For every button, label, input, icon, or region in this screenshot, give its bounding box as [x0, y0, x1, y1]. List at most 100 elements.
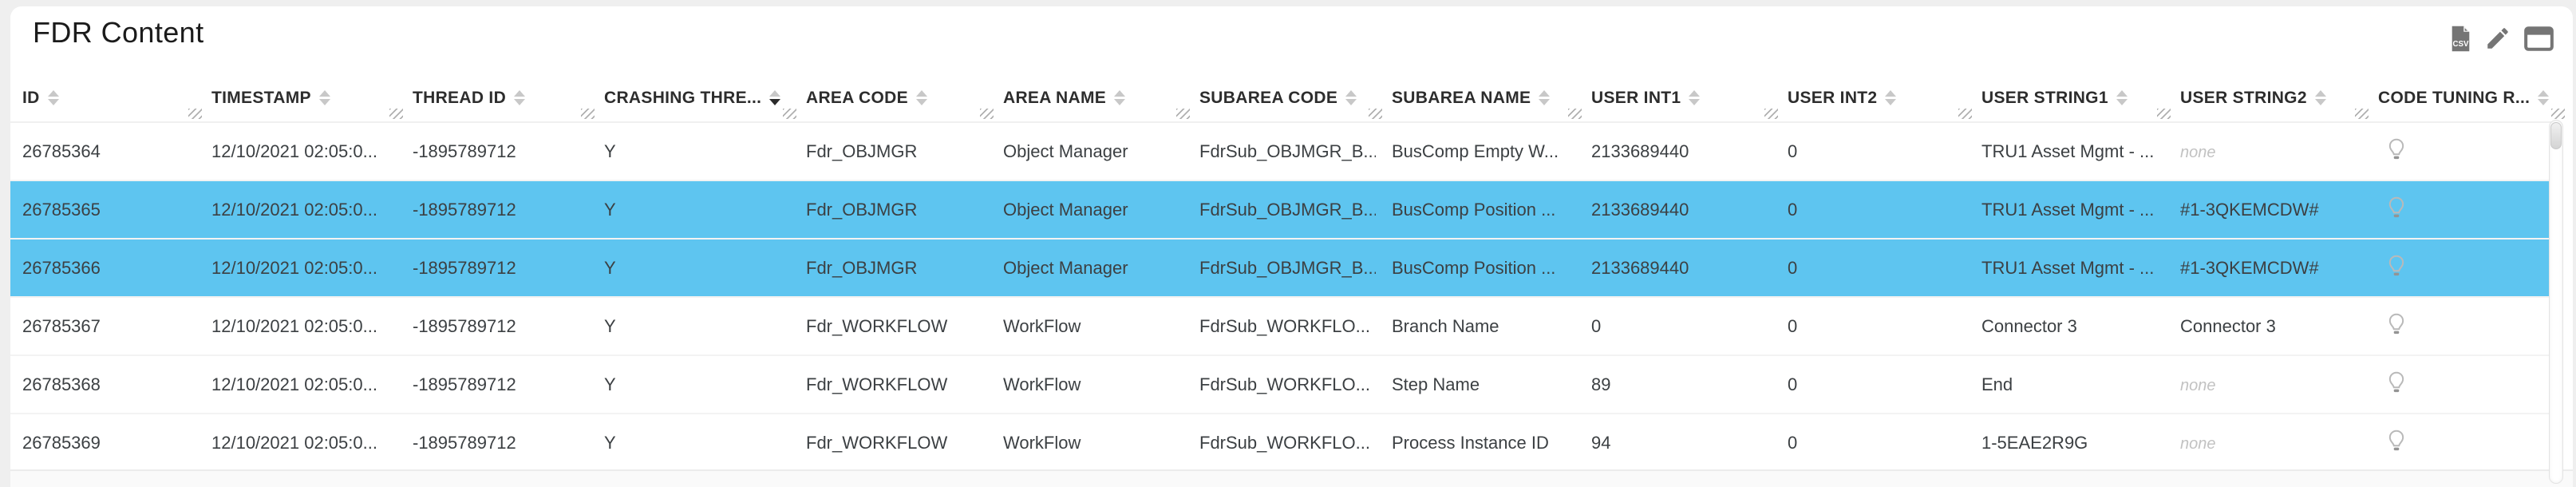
column-header-area_code[interactable]: AREA CODE	[783, 75, 987, 123]
scrollbar-thumb[interactable]	[2550, 122, 2562, 149]
cell-thread_id: -1895789712	[413, 141, 516, 161]
cell-user_int1: 94	[1591, 432, 1611, 453]
cell-code_tuning	[2362, 180, 2560, 239]
cell-user_int2: 0	[1788, 432, 1798, 453]
column-label: USER INT2	[1788, 89, 1878, 108]
column-header-crashing_thread[interactable]: CRASHING THRE...	[581, 75, 790, 123]
column-header-subarea_name[interactable]: SUBAREA NAME	[1369, 75, 1575, 123]
export-csv-icon: CSV	[2452, 26, 2470, 51]
cell-user_string2: none	[2180, 376, 2216, 394]
lightbulb-icon	[2388, 138, 2404, 160]
cell-subarea_code: FdrSub_OBJMGR_B...	[1199, 141, 1376, 161]
column-label: USER INT1	[1591, 89, 1681, 108]
column-header-timestamp[interactable]: TIMESTAMP	[188, 75, 397, 123]
code-tuning-lightbulb-icon[interactable]	[2383, 426, 2410, 457]
cell-user_int1: 2133689440	[1591, 141, 1689, 161]
cell-subarea_name: Step Name	[1392, 374, 1480, 394]
cell-code_tuning	[2362, 414, 2560, 472]
cell-subarea_code: FdrSub_WORKFLO...	[1199, 432, 1370, 453]
column-header-user_string1[interactable]: USER STRING1	[1958, 75, 2164, 123]
cell-area_name: Object Manager	[1003, 141, 1128, 161]
lightbulb-icon	[2388, 371, 2404, 393]
cell-area_code: Fdr_OBJMGR	[806, 141, 918, 161]
page-title: FDR Content	[33, 16, 204, 49]
cell-id: 26785365	[22, 199, 101, 220]
popout-window-icon	[2524, 26, 2554, 51]
lightbulb-icon	[2388, 255, 2404, 276]
vertical-scrollbar[interactable]	[2549, 120, 2563, 484]
cell-id: 26785367	[22, 315, 101, 336]
cell-subarea_name: Branch Name	[1392, 315, 1499, 336]
cell-subarea_name: BusComp Position ...	[1392, 257, 1556, 278]
sort-arrows-icon	[1885, 89, 1897, 105]
column-header-thread_id[interactable]: THREAD ID	[389, 75, 588, 123]
sort-arrows-icon	[2538, 89, 2550, 105]
column-header-subarea_code[interactable]: SUBAREA CODE	[1176, 75, 1376, 123]
cell-crashing_thread: Y	[604, 199, 616, 220]
cell-timestamp: 12/10/2021 02:05:0...	[211, 432, 377, 453]
svg-text:CSV: CSV	[2453, 39, 2470, 48]
cell-user_int2: 0	[1788, 315, 1798, 336]
export-csv-button[interactable]: CSV	[2450, 22, 2471, 54]
sort-arrows-icon	[769, 89, 781, 105]
cell-area_name: Object Manager	[1003, 257, 1128, 278]
cell-crashing_thread: Y	[604, 315, 616, 336]
cell-user_int1: 2133689440	[1591, 199, 1689, 220]
cell-area_code: Fdr_WORKFLOW	[806, 315, 948, 336]
sort-arrows-icon	[2116, 89, 2128, 105]
cell-subarea_code: FdrSub_OBJMGR_B...	[1199, 199, 1376, 220]
code-tuning-lightbulb-icon[interactable]	[2383, 134, 2410, 166]
column-header-area_name[interactable]: AREA NAME	[980, 75, 1183, 123]
cell-area_name: WorkFlow	[1003, 315, 1081, 336]
column-header-id[interactable]: ID	[10, 75, 196, 123]
sort-arrows-icon	[1345, 89, 1357, 105]
column-label: AREA NAME	[1003, 89, 1107, 108]
column-header-code_tuning[interactable]: CODE TUNING R...	[2355, 75, 2565, 123]
sort-arrows-icon	[514, 89, 526, 105]
cell-timestamp: 12/10/2021 02:05:0...	[211, 374, 377, 394]
sort-arrows-icon	[1689, 89, 1701, 105]
column-label: SUBAREA CODE	[1199, 89, 1338, 108]
code-tuning-lightbulb-icon[interactable]	[2383, 251, 2410, 283]
cell-user_string2: none	[2180, 434, 2216, 453]
column-header-user_int1[interactable]: USER INT1	[1568, 75, 1772, 123]
cell-user_string1: TRU1 Asset Mgmt - ...	[1981, 141, 2155, 161]
cell-user_string2: #1-3QKEMCDW#	[2180, 257, 2319, 278]
edit-button[interactable]	[2484, 22, 2511, 54]
table-row[interactable]: 26785365 12/10/2021 02:05:0... -1895789712…	[10, 180, 2560, 239]
cell-user_int1: 89	[1591, 374, 1611, 394]
cell-area_code: Fdr_WORKFLOW	[806, 432, 948, 453]
cell-thread_id: -1895789712	[413, 199, 516, 220]
cell-id: 26785369	[22, 432, 101, 453]
column-label: CODE TUNING R...	[2378, 89, 2531, 108]
cell-code_tuning	[2362, 297, 2560, 355]
column-header-user_int2[interactable]: USER INT2	[1764, 75, 1966, 123]
cell-subarea_code: FdrSub_OBJMGR_B...	[1199, 257, 1376, 278]
cell-thread_id: -1895789712	[413, 315, 516, 336]
cell-user_string2: #1-3QKEMCDW#	[2180, 199, 2319, 220]
cell-area_name: WorkFlow	[1003, 374, 1081, 394]
code-tuning-lightbulb-icon[interactable]	[2383, 309, 2410, 341]
column-label: CRASHING THRE...	[604, 89, 762, 108]
cell-crashing_thread: Y	[604, 374, 616, 394]
sort-arrows-icon	[2314, 89, 2326, 105]
column-header-user_string2[interactable]: USER STRING2	[2157, 75, 2362, 123]
cell-id: 26785364	[22, 141, 101, 161]
cell-user_string2: none	[2180, 143, 2216, 161]
code-tuning-lightbulb-icon[interactable]	[2383, 192, 2410, 224]
code-tuning-lightbulb-icon[interactable]	[2383, 367, 2410, 399]
column-label: ID	[22, 89, 40, 108]
cell-timestamp: 12/10/2021 02:05:0...	[211, 199, 377, 220]
sort-arrows-icon	[318, 89, 330, 105]
toolbar: CSV	[2450, 22, 2554, 54]
cell-thread_id: -1895789712	[413, 374, 516, 394]
popout-window-button[interactable]	[2524, 22, 2554, 54]
column-label: SUBAREA NAME	[1392, 89, 1531, 108]
